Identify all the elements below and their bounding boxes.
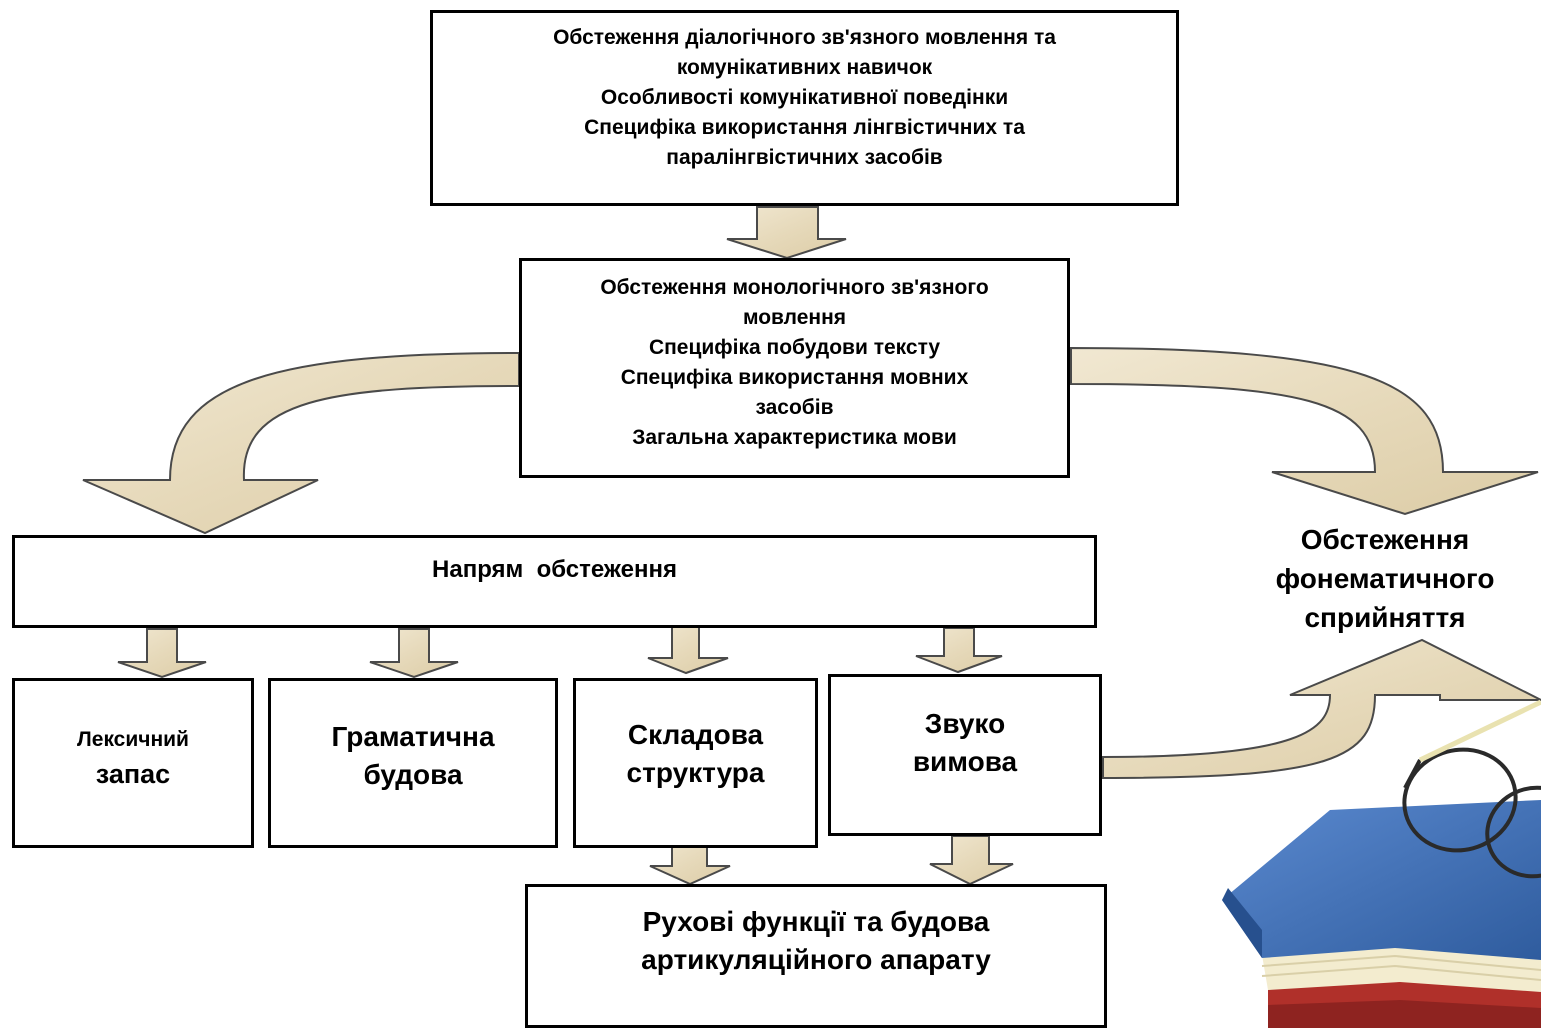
dialogue-line-4: Специфіка використання лінгвістичних та [584, 116, 1025, 139]
syllable-structure-box: Складова структура [573, 678, 818, 848]
lexical-line-2: запас [95, 759, 171, 789]
examination-direction-label: Напрям обстеження [432, 556, 677, 583]
sound-pronunciation-box: Звуко вимова [828, 674, 1102, 836]
down-arrow-sound-to-motor [929, 835, 1014, 886]
down-arrow-to-lexical [117, 628, 207, 679]
monologue-line-5: засобів [755, 396, 834, 419]
grammar-structure-box: Граматична будова [268, 678, 558, 848]
dialogue-speech-box: Обстеження діалогічного зв'язного мовлен… [430, 10, 1179, 206]
dialogue-line-1: Обстеження діалогічного зв'язного мовлен… [553, 26, 1056, 49]
examination-direction-box: Напрям обстеження [12, 535, 1097, 628]
lexical-vocabulary-box: Лексичний запас [12, 678, 254, 848]
dialogue-line-2: комунікативних навичок [676, 56, 933, 79]
motor-line-2: артикуляційного апарату [641, 944, 991, 975]
phonemic-line-1: Обстеження [1300, 524, 1470, 555]
down-arrow-to-grammar [369, 628, 459, 679]
grammar-line-1: Граматична [331, 721, 495, 752]
monologue-speech-box: Обстеження монологічного зв'язного мовле… [519, 258, 1070, 478]
articulatory-apparatus-box: Рухові функції та будова артикуляційного… [525, 884, 1107, 1028]
phonemic-line-2: фонематичного [1275, 563, 1495, 594]
books-illustration [1222, 699, 1541, 1028]
down-arrow-to-syllable [647, 624, 729, 675]
monologue-line-6: Загальна характеристика мови [632, 426, 957, 449]
down-arrow-dialog-to-monolog [726, 206, 847, 260]
grammar-line-2: будова [363, 759, 463, 790]
sound-line-1: Звуко [924, 708, 1006, 739]
monologue-line-2: мовлення [742, 306, 847, 329]
sound-line-2: вимова [912, 746, 1018, 777]
syllable-line-1: Складова [627, 719, 764, 750]
monologue-line-4: Специфіка використання мовних [620, 366, 969, 389]
curved-arrow-up [1102, 638, 1541, 780]
monologue-line-3: Специфіка побудови тексту [648, 336, 941, 359]
down-arrow-to-sound [915, 627, 1003, 674]
dialogue-line-3: Особливості комунікативної поведінки [600, 86, 1009, 109]
dialogue-line-5: паралінгвістичних засобів [666, 146, 943, 169]
syllable-line-2: структура [626, 757, 765, 788]
curved-arrow-right [1070, 346, 1539, 516]
phonemic-line-3: сприйняття [1304, 602, 1466, 633]
motor-line-1: Рухові функції та будова [642, 906, 990, 937]
lexical-line-1: Лексичний [77, 728, 189, 751]
monologue-line-1: Обстеження монологічного зв'язного [600, 276, 989, 299]
phonemic-perception-label: Обстеження фонематичного сприйняття [1240, 520, 1530, 637]
curved-arrow-left [82, 351, 520, 535]
